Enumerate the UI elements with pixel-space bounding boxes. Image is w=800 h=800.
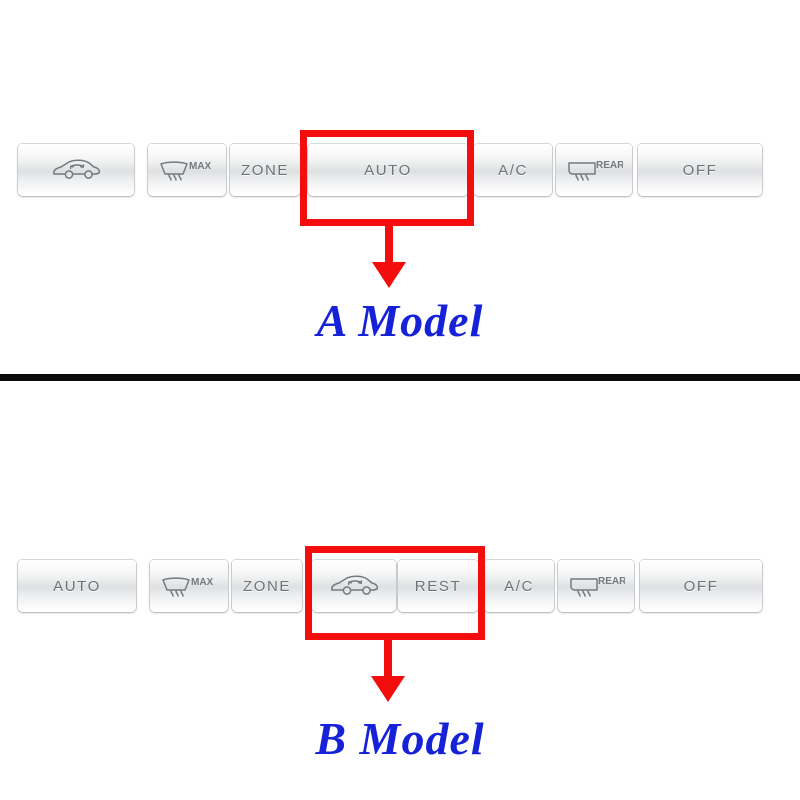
button-model-a-front-defrost-max[interactable]: MAX: [148, 144, 226, 196]
button-model-b-a-c[interactable]: A/C: [484, 560, 554, 612]
svg-text:MAX: MAX: [191, 577, 214, 588]
caption-model-b: B Model: [315, 713, 485, 764]
caption-model-a: A Model: [316, 295, 484, 346]
button-model-a-zone[interactable]: ZONE: [230, 144, 300, 196]
button-label: ZONE: [242, 577, 292, 595]
button-label: AUTO: [53, 577, 101, 595]
button-model-b-auto[interactable]: AUTO: [18, 560, 136, 612]
svg-text:REAR: REAR: [596, 160, 623, 171]
button-model-a-auto[interactable]: AUTO: [308, 144, 468, 196]
highlight-box-model-b: [305, 546, 485, 640]
section-divider: [0, 374, 800, 381]
button-model-a-car-recirculation[interactable]: [18, 144, 134, 196]
button-model-b-rest[interactable]: REST: [398, 560, 478, 612]
climate-panel-model-a: MAX ZONE AUTO A/C REAR OFF: [0, 140, 800, 210]
highlight-box-model-a: [300, 130, 474, 226]
button-model-a-off[interactable]: OFF: [638, 144, 762, 196]
svg-text:MAX: MAX: [189, 161, 212, 172]
climate-panel-model-b: AUTO MAX ZONE REST A/C REAR OFF: [0, 556, 800, 626]
button-model-b-car-recirculation[interactable]: [312, 560, 396, 612]
arrow-head-model-a: [372, 262, 406, 288]
arrow-head-model-b: [371, 676, 405, 702]
button-model-a-rear-defrost[interactable]: REAR: [556, 144, 632, 196]
button-label: A/C: [498, 161, 528, 179]
button-model-b-zone[interactable]: ZONE: [232, 560, 302, 612]
button-label: ZONE: [240, 161, 290, 179]
arrow-stem-model-b: [384, 640, 392, 682]
button-row-model-b: AUTO MAX ZONE REST A/C REAR OFF: [0, 556, 800, 626]
button-label: OFF: [683, 577, 719, 595]
front-defrost-max-icon: MAX: [157, 157, 217, 183]
arrow-stem-model-a: [385, 226, 393, 268]
button-model-b-off[interactable]: OFF: [640, 560, 762, 612]
button-label: AUTO: [364, 161, 412, 179]
car-recirculation-icon: [326, 574, 382, 598]
car-recirculation-icon: [48, 158, 104, 182]
rear-defrost-icon: REAR: [567, 573, 625, 599]
button-label: REST: [414, 577, 462, 595]
rear-defrost-icon: REAR: [565, 157, 623, 183]
button-model-b-rear-defrost[interactable]: REAR: [558, 560, 634, 612]
svg-text:REAR: REAR: [598, 576, 625, 587]
button-label: OFF: [682, 161, 718, 179]
button-label: A/C: [504, 577, 534, 595]
button-model-b-front-defrost-max[interactable]: MAX: [150, 560, 228, 612]
front-defrost-max-icon: MAX: [159, 573, 219, 599]
button-row-model-a: MAX ZONE AUTO A/C REAR OFF: [0, 140, 800, 210]
button-model-a-a-c[interactable]: A/C: [474, 144, 552, 196]
